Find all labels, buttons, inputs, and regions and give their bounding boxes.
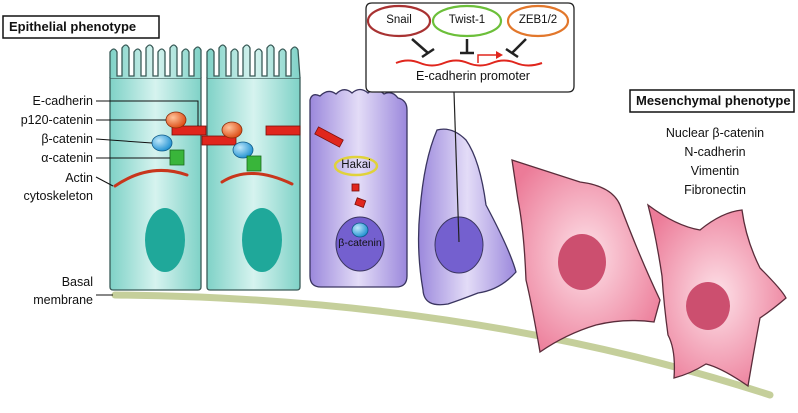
- label-e-cadherin: E-cadherin: [32, 94, 93, 108]
- marker-fibronectin: Fibronectin: [684, 183, 746, 197]
- label-actin: Actin: [65, 171, 93, 185]
- snail-label: Snail: [386, 14, 412, 26]
- zeb12-label: ZEB1/2: [518, 14, 558, 26]
- label-beta-catenin: β-catenin: [41, 132, 93, 146]
- epithelial-title: Epithelial phenotype: [9, 19, 137, 34]
- actin-cytoskeleton: [113, 168, 189, 188]
- mesenchymal-cell-1: [511, 159, 661, 354]
- p120-catenin-icon: [165, 111, 187, 129]
- twist1-ellipse: [431, 4, 503, 38]
- epithelial-title-box: [2, 15, 160, 39]
- nuclear-beta-catenin-label: β-catenin: [338, 237, 382, 249]
- twist1-label: Twist-1: [448, 14, 486, 26]
- mesenchymal-cell-2: [646, 203, 787, 388]
- beta-catenin-icon: [232, 141, 254, 159]
- e-cadherin-junction: [171, 125, 207, 136]
- label-basal: Basal: [61, 275, 93, 289]
- degraded-e-cadherin: [351, 183, 360, 192]
- mesenchymal-title-box: [629, 89, 795, 113]
- label-p120-catenin: p120-catenin: [20, 113, 93, 127]
- leader-lines: [95, 100, 199, 296]
- alpha-catenin-icon: [169, 149, 185, 166]
- beta-catenin-icon: [151, 134, 173, 152]
- promoter-dna: [395, 59, 543, 67]
- mesenchymal-nucleus: [686, 282, 730, 330]
- marker-n-cadherin: N-cadherin: [684, 145, 746, 159]
- migrating-cell: [417, 128, 517, 306]
- degraded-e-cadherin: [314, 126, 344, 148]
- hakai-label: Hakai: [341, 159, 371, 171]
- actin-cytoskeleton: [220, 172, 294, 186]
- e-cadherin-junction: [265, 125, 301, 136]
- transition-nucleus: [335, 216, 385, 272]
- label-membrane: membrane: [33, 293, 93, 307]
- epithelial-nucleus: [242, 208, 282, 272]
- mesenchymal-title: Mesenchymal phenotype: [636, 93, 791, 108]
- nuclear-beta-catenin-icon: [351, 222, 369, 238]
- label-alpha-catenin: α-catenin: [41, 151, 93, 165]
- promoter-callout: [365, 2, 575, 243]
- hakai-ring: [333, 155, 379, 177]
- epithelial-nucleus: [145, 208, 185, 272]
- label-cytoskeleton: cytoskeleton: [23, 189, 93, 203]
- transcription-arrow-icon: [477, 54, 498, 63]
- marker-vimentin: Vimentin: [690, 164, 740, 178]
- promoter-label: E-cadherin promoter: [416, 69, 530, 83]
- epithelial-cell-1: [109, 44, 202, 291]
- zeb12-ellipse: [506, 4, 570, 38]
- mesenchymal-nucleus: [558, 234, 606, 290]
- migrating-nucleus: [434, 216, 484, 274]
- snail-ellipse: [366, 4, 432, 38]
- e-cadherin-junction: [201, 135, 237, 146]
- p120-catenin-icon: [221, 121, 243, 139]
- alpha-catenin-icon: [246, 155, 262, 172]
- transitioning-cell: [309, 88, 408, 288]
- marker-nuclear-beta-catenin: Nuclear β-catenin: [665, 126, 765, 140]
- degraded-e-cadherin: [354, 197, 367, 208]
